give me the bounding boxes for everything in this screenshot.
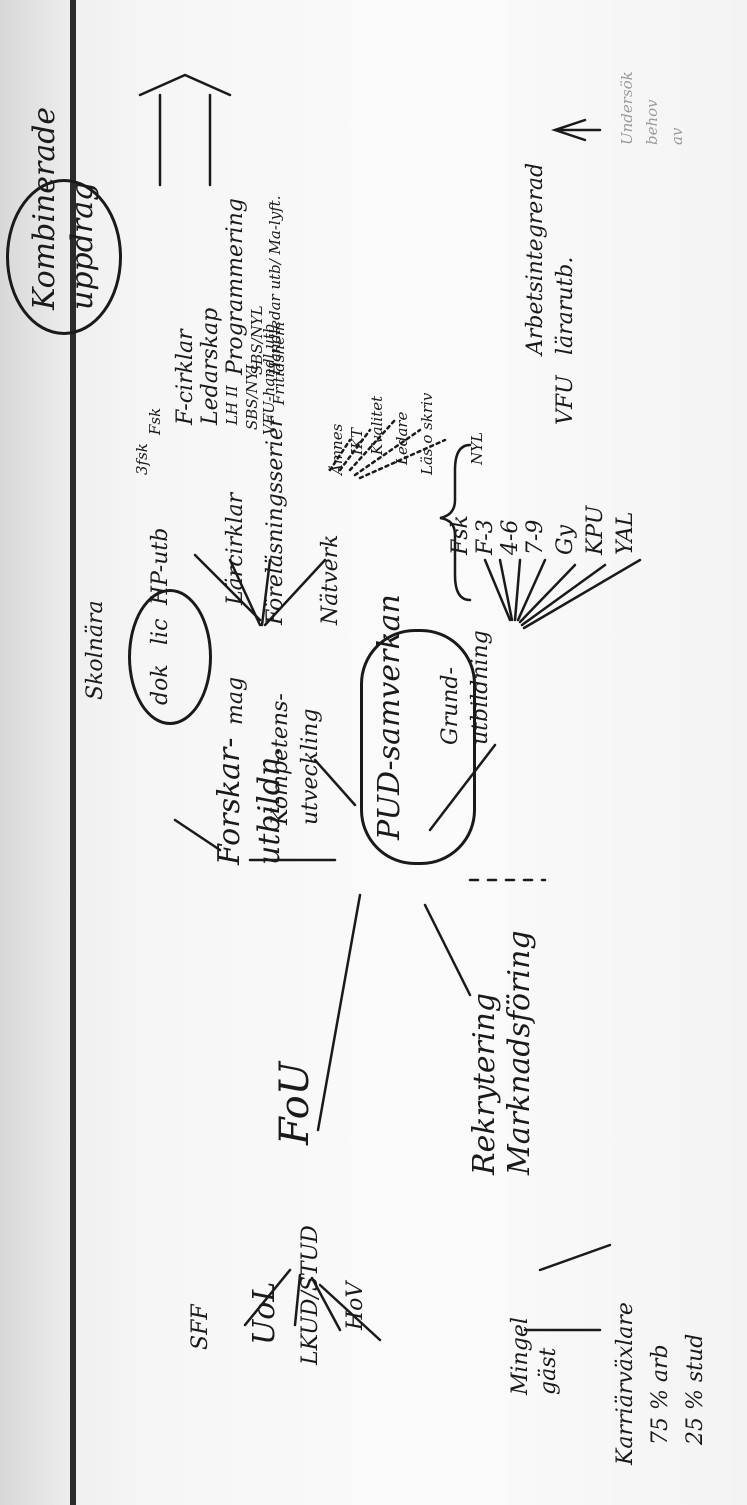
kombinerade-ellipse [6,179,122,335]
hp-fsk: 3fsk [133,443,151,475]
board-edge [70,0,76,1505]
fou-label: FoU [272,1061,318,1145]
natverk-ikt: IKT [348,427,366,455]
line-fou [316,893,362,1132]
hp-ledarskap: Ledarskap [198,307,223,425]
forelasning-label: Föreläsningsserier [263,416,288,625]
line-uol [293,1273,302,1327]
larcirklar-label: Lärcirklar [223,492,248,605]
curly-brace [439,443,472,602]
grund-f3: F-3 [473,519,498,555]
fou-lkud: LKUD/STUD [298,1225,323,1365]
grund-gy: Gy [553,524,578,555]
natverk-amnes: Ämnes [328,423,346,475]
line-kompetens [313,758,357,807]
line-rekrytering [423,903,472,997]
kombinerade-line2: uppdrag [65,181,100,310]
mingel-line2: gäst [536,1347,561,1395]
margin-note-3: av [668,127,686,145]
hp-fsk-top: Fsk [146,407,164,435]
grund-kpu: KPU [583,505,608,555]
mingel-line1: Mingel [508,1317,533,1395]
kombinerade-line1: Kombinerade [27,106,62,310]
line-grund [428,743,497,832]
grund-fsk: Fsk [448,515,473,555]
line-46 [513,558,522,622]
fou-hov: HoV [343,1281,368,1330]
vfu-label: VFU [553,375,578,425]
line-hp [193,553,262,622]
natverk-label: Nätverk [318,534,343,625]
margin-note-2: behov [643,99,661,145]
grund-46: 4-6 [498,519,523,555]
hp-lh: LH II [223,385,241,425]
hp-fcirklar: F-cirklar [173,329,198,425]
grund-line2: utbildning [468,630,493,745]
line-fsk [483,558,512,622]
line-yal [522,558,642,630]
natverk-las-skriv: Läs o skriv [418,392,436,475]
karriar-line2: 75 % arb [648,1344,673,1445]
fou-uol: UoL [247,1281,282,1345]
larcirklar-sbs: SBS/NYL [248,305,266,375]
fou-sff: SFF [188,1304,213,1350]
arbets-line2: lärarutb. [553,256,578,355]
line-natverk [263,558,327,627]
skolnara-label: Skolnära [83,600,108,700]
line-larcirklar [228,558,262,627]
karriar-line3: 25 % stud [683,1333,708,1445]
line-karriar [538,1243,612,1272]
margin-note-1: Undersök [618,71,636,145]
dok-label: dok [148,664,173,705]
mag-label: mag [223,676,248,725]
kompetens-line2: utveckling [298,708,323,825]
arbets-line1: Arbetsintegrerad [523,162,548,355]
forskar-line1: Forskar- [212,737,247,865]
center-label: PUD-samverkan [372,594,407,840]
fritidshem-label: Fritidshem [270,321,288,405]
grund-79: 7-9 [523,519,548,555]
rekrytering-line1: Rekrytering [467,992,502,1175]
larcirklar-programmering: Programmering [223,198,248,375]
grund-line1: Grund- [438,667,463,745]
grund-yal: YAL [613,511,638,555]
natverk-ledare: Ledare [393,411,411,465]
line-hov [318,1283,382,1342]
line-sff [243,1268,292,1327]
hp-utb-label: HP-utb [148,527,173,605]
line-79 [516,558,547,622]
arrow-arbets [551,118,602,142]
lic-label: lic [148,618,173,645]
natverk-kvalitet: Kvalitet [368,395,386,455]
line-kpu [520,563,607,627]
arrow-up [138,73,232,187]
line-mag [173,818,222,852]
rekrytering-line2: Marknadsföring [502,930,537,1175]
karriar-line1: Karriärväxlare [613,1302,638,1465]
line-forelas [260,558,272,627]
natverk-nyl: NYL [468,432,486,465]
line-f3 [498,558,514,622]
line-gy [518,563,577,624]
board-frame-shadow [0,0,70,1505]
kompetens-line1: Kompetens- [268,693,293,825]
line-lkud [310,1276,342,1332]
